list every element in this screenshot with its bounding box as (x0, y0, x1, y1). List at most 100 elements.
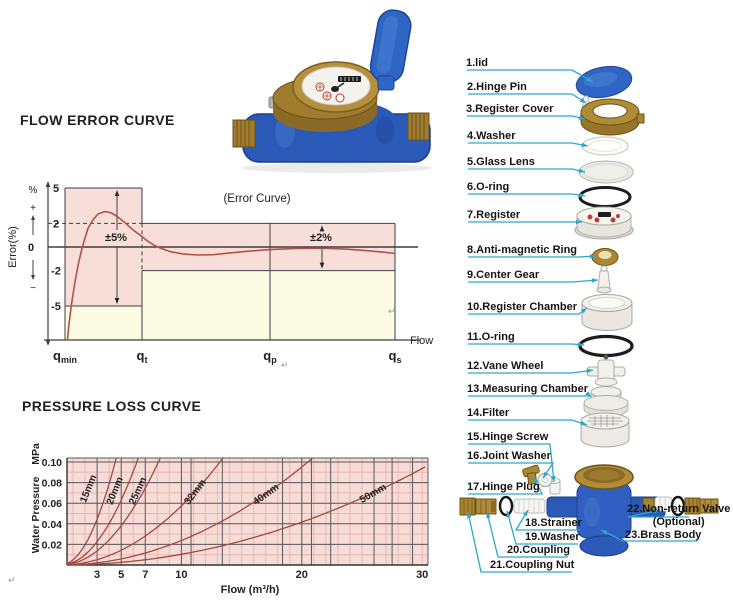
svg-text:Water Pressure: Water Pressure (30, 477, 42, 554)
part-label-text: 2.Hinge Pin (467, 81, 527, 93)
part-register-chamber (581, 294, 633, 331)
part-strainer (513, 498, 546, 514)
svg-text:20: 20 (296, 569, 308, 581)
part-label-text: 19.Washer (525, 531, 580, 543)
part-label-text: 3.Register Cover (466, 103, 554, 115)
water-meter-photo (232, 9, 432, 173)
part-label-text: 15.Hinge Screw (467, 431, 549, 443)
part-label-14: 14.Filter (467, 407, 509, 420)
part-label-text: 12.Vane Wheel (467, 360, 544, 372)
part-register-cover (580, 98, 645, 136)
part-hinge-plug (522, 464, 540, 485)
part-label-22: 22.Non-return Valve(Optional) (627, 503, 730, 529)
svg-text:-5: -5 (51, 301, 61, 313)
part-label-text: 14.Filter (467, 407, 510, 419)
part-label-19: 19.Washer (525, 531, 580, 544)
part-label-13: 13.Measuring Chamber (467, 383, 588, 396)
svg-text:MPa: MPa (30, 443, 42, 465)
curve-15mm (66, 457, 117, 565)
svg-text:30: 30 (416, 569, 428, 581)
threaded-end-right (407, 112, 430, 141)
parts-diagram: 1.lid 2.Hinge Pin 3.Register Cover 4.Washer… (455, 40, 733, 605)
svg-text:qmin: qmin (53, 348, 77, 365)
part-register (574, 206, 634, 240)
part-label-text: 13.Measuring Chamber (467, 383, 589, 395)
part-center-gear (596, 265, 612, 294)
meter-lid-open (369, 9, 412, 83)
curve-25mm (66, 457, 161, 566)
part-label-16: 16.Joint Washer (467, 450, 551, 463)
pressure-loss-curve-heading: PRESSURE LOSS CURVE (22, 398, 202, 414)
part-non-return-valve (654, 496, 673, 512)
svg-text:7: 7 (142, 569, 148, 581)
svg-text:-2: -2 (51, 266, 61, 278)
dial-face (301, 66, 371, 106)
part-adapter-right (642, 497, 655, 511)
part-label-text: 6.O-ring (467, 181, 510, 193)
part-label-text: 4.Washer (467, 130, 516, 142)
svg-text:−: − (30, 283, 36, 294)
return-mark-artifact: ↵ (8, 575, 16, 585)
part-coupling-left (475, 498, 497, 515)
svg-text:10: 10 (175, 569, 187, 581)
part-label-text: 10.Register Chamber (467, 301, 578, 313)
svg-text:0.10: 0.10 (42, 457, 63, 469)
part-label-20: 20.Coupling (507, 544, 570, 557)
flow-error-curve-heading: FLOW ERROR CURVE (20, 112, 175, 128)
part-glass-lens (578, 160, 634, 184)
part-label-text: 5.Glass Lens (467, 156, 535, 168)
part-label-text: 22.Non-return Valve (627, 503, 731, 515)
part-label-text2: (Optional) (652, 516, 705, 528)
return-mark-artifact: ↵ (388, 306, 396, 316)
part-label-2: 2.Hinge Pin (467, 81, 527, 94)
part-coupling-nut-left (459, 497, 476, 516)
part-brass-body (546, 482, 666, 557)
svg-text:3: 3 (94, 569, 100, 581)
part-washer-black-right (670, 495, 686, 517)
part-label-8: 8.Anti-magnetic Ring (467, 244, 577, 257)
part-label-23: 23.Brass Body (625, 529, 701, 542)
svg-text:+: + (30, 203, 36, 214)
part-label-18: 18.Strainer (525, 517, 582, 530)
part-lid (575, 65, 633, 99)
part-body-brass-ring (574, 464, 634, 490)
part-label-text: 20.Coupling (507, 544, 570, 556)
part-label-9: 9.Center Gear (467, 269, 539, 282)
leader-lines (467, 69, 697, 573)
part-label-text: 21.Coupling Nut (490, 559, 575, 571)
svg-text:(Error Curve): (Error Curve) (223, 193, 290, 205)
svg-text:5: 5 (118, 569, 124, 581)
svg-text:0: 0 (28, 242, 34, 254)
part-label-text: 16.Joint Washer (467, 450, 551, 462)
curve-20mm (66, 457, 139, 566)
part-label-text: 8.Anti-magnetic Ring (467, 244, 578, 256)
part-label-3: 3.Register Cover (466, 103, 553, 116)
part-label-4: 4.Washer (467, 130, 516, 143)
svg-text:0.08: 0.08 (42, 478, 63, 490)
curve-32mm (66, 457, 224, 566)
svg-text:qt: qt (137, 348, 148, 365)
part-label-text: 18.Strainer (525, 517, 582, 529)
svg-text:qp: qp (263, 348, 277, 365)
part-label-5: 5.Glass Lens (467, 156, 535, 169)
svg-text:qs: qs (389, 348, 402, 365)
part-label-6: 6.O-ring (467, 181, 509, 194)
part-label-11: 11.O-ring (467, 331, 515, 344)
svg-text:0.06: 0.06 (42, 498, 63, 510)
curve-40mm (67, 457, 314, 566)
part-label-text: 1.lid (466, 57, 489, 69)
part-label-21: 21.Coupling Nut (490, 559, 574, 572)
part-label-17: 17.Hinge Plug (467, 481, 540, 494)
curve-50mm (66, 466, 426, 566)
part-label-7: 7.Register (467, 209, 520, 222)
part-washer-top (581, 136, 629, 156)
part-label-text: 23.Brass Body (625, 529, 702, 541)
photo-shadow (242, 163, 432, 173)
part-label-12: 12.Vane Wheel (467, 360, 543, 373)
svg-text:0.02: 0.02 (42, 539, 63, 551)
part-label-text: 17.Hinge Plug (467, 481, 540, 493)
part-hinge-screw (549, 478, 561, 495)
